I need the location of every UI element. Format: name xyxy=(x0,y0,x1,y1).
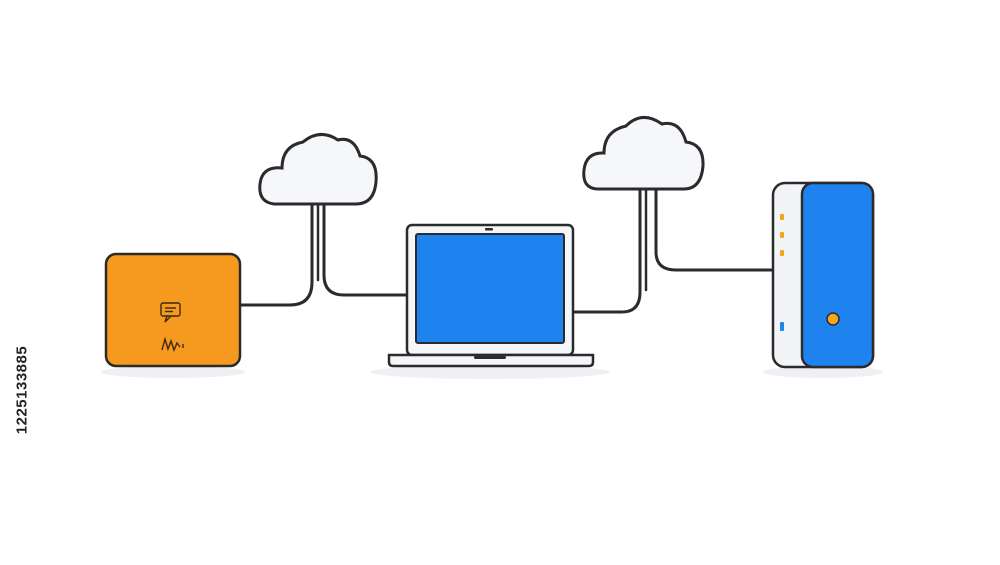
power-button xyxy=(826,312,840,326)
cloud-right xyxy=(582,116,705,191)
laptop-screen xyxy=(415,233,565,344)
led-blue xyxy=(780,322,784,331)
led-orange-3 xyxy=(780,250,784,256)
chat-icon xyxy=(160,302,181,323)
router-shadow xyxy=(763,366,883,378)
cable-gateway-to-cloud-left xyxy=(238,198,314,307)
camera-dot xyxy=(485,228,493,231)
cloud-left xyxy=(258,133,378,206)
led-orange-1 xyxy=(780,214,784,220)
cloud-icon xyxy=(258,133,378,206)
laptop-shadow xyxy=(370,365,610,379)
cloud-icon xyxy=(582,116,705,191)
gateway-body xyxy=(104,252,242,368)
cable-cloud-right-to-router xyxy=(654,183,775,272)
cable-laptop-to-cloud-right xyxy=(573,183,642,314)
laptop-trackpad-notch xyxy=(474,356,506,359)
router xyxy=(771,181,875,369)
cable-cloud-left-to-laptop xyxy=(322,198,409,297)
cables xyxy=(238,183,775,314)
led-orange-2 xyxy=(780,232,784,238)
signal-waves-icon xyxy=(161,336,184,352)
router-front-panel xyxy=(800,181,875,369)
side-id-text: 1225133885 xyxy=(13,345,31,435)
gateway-shadow xyxy=(101,366,245,378)
gateway-device xyxy=(104,252,242,368)
laptop-base xyxy=(387,353,595,368)
laptop xyxy=(387,223,595,368)
